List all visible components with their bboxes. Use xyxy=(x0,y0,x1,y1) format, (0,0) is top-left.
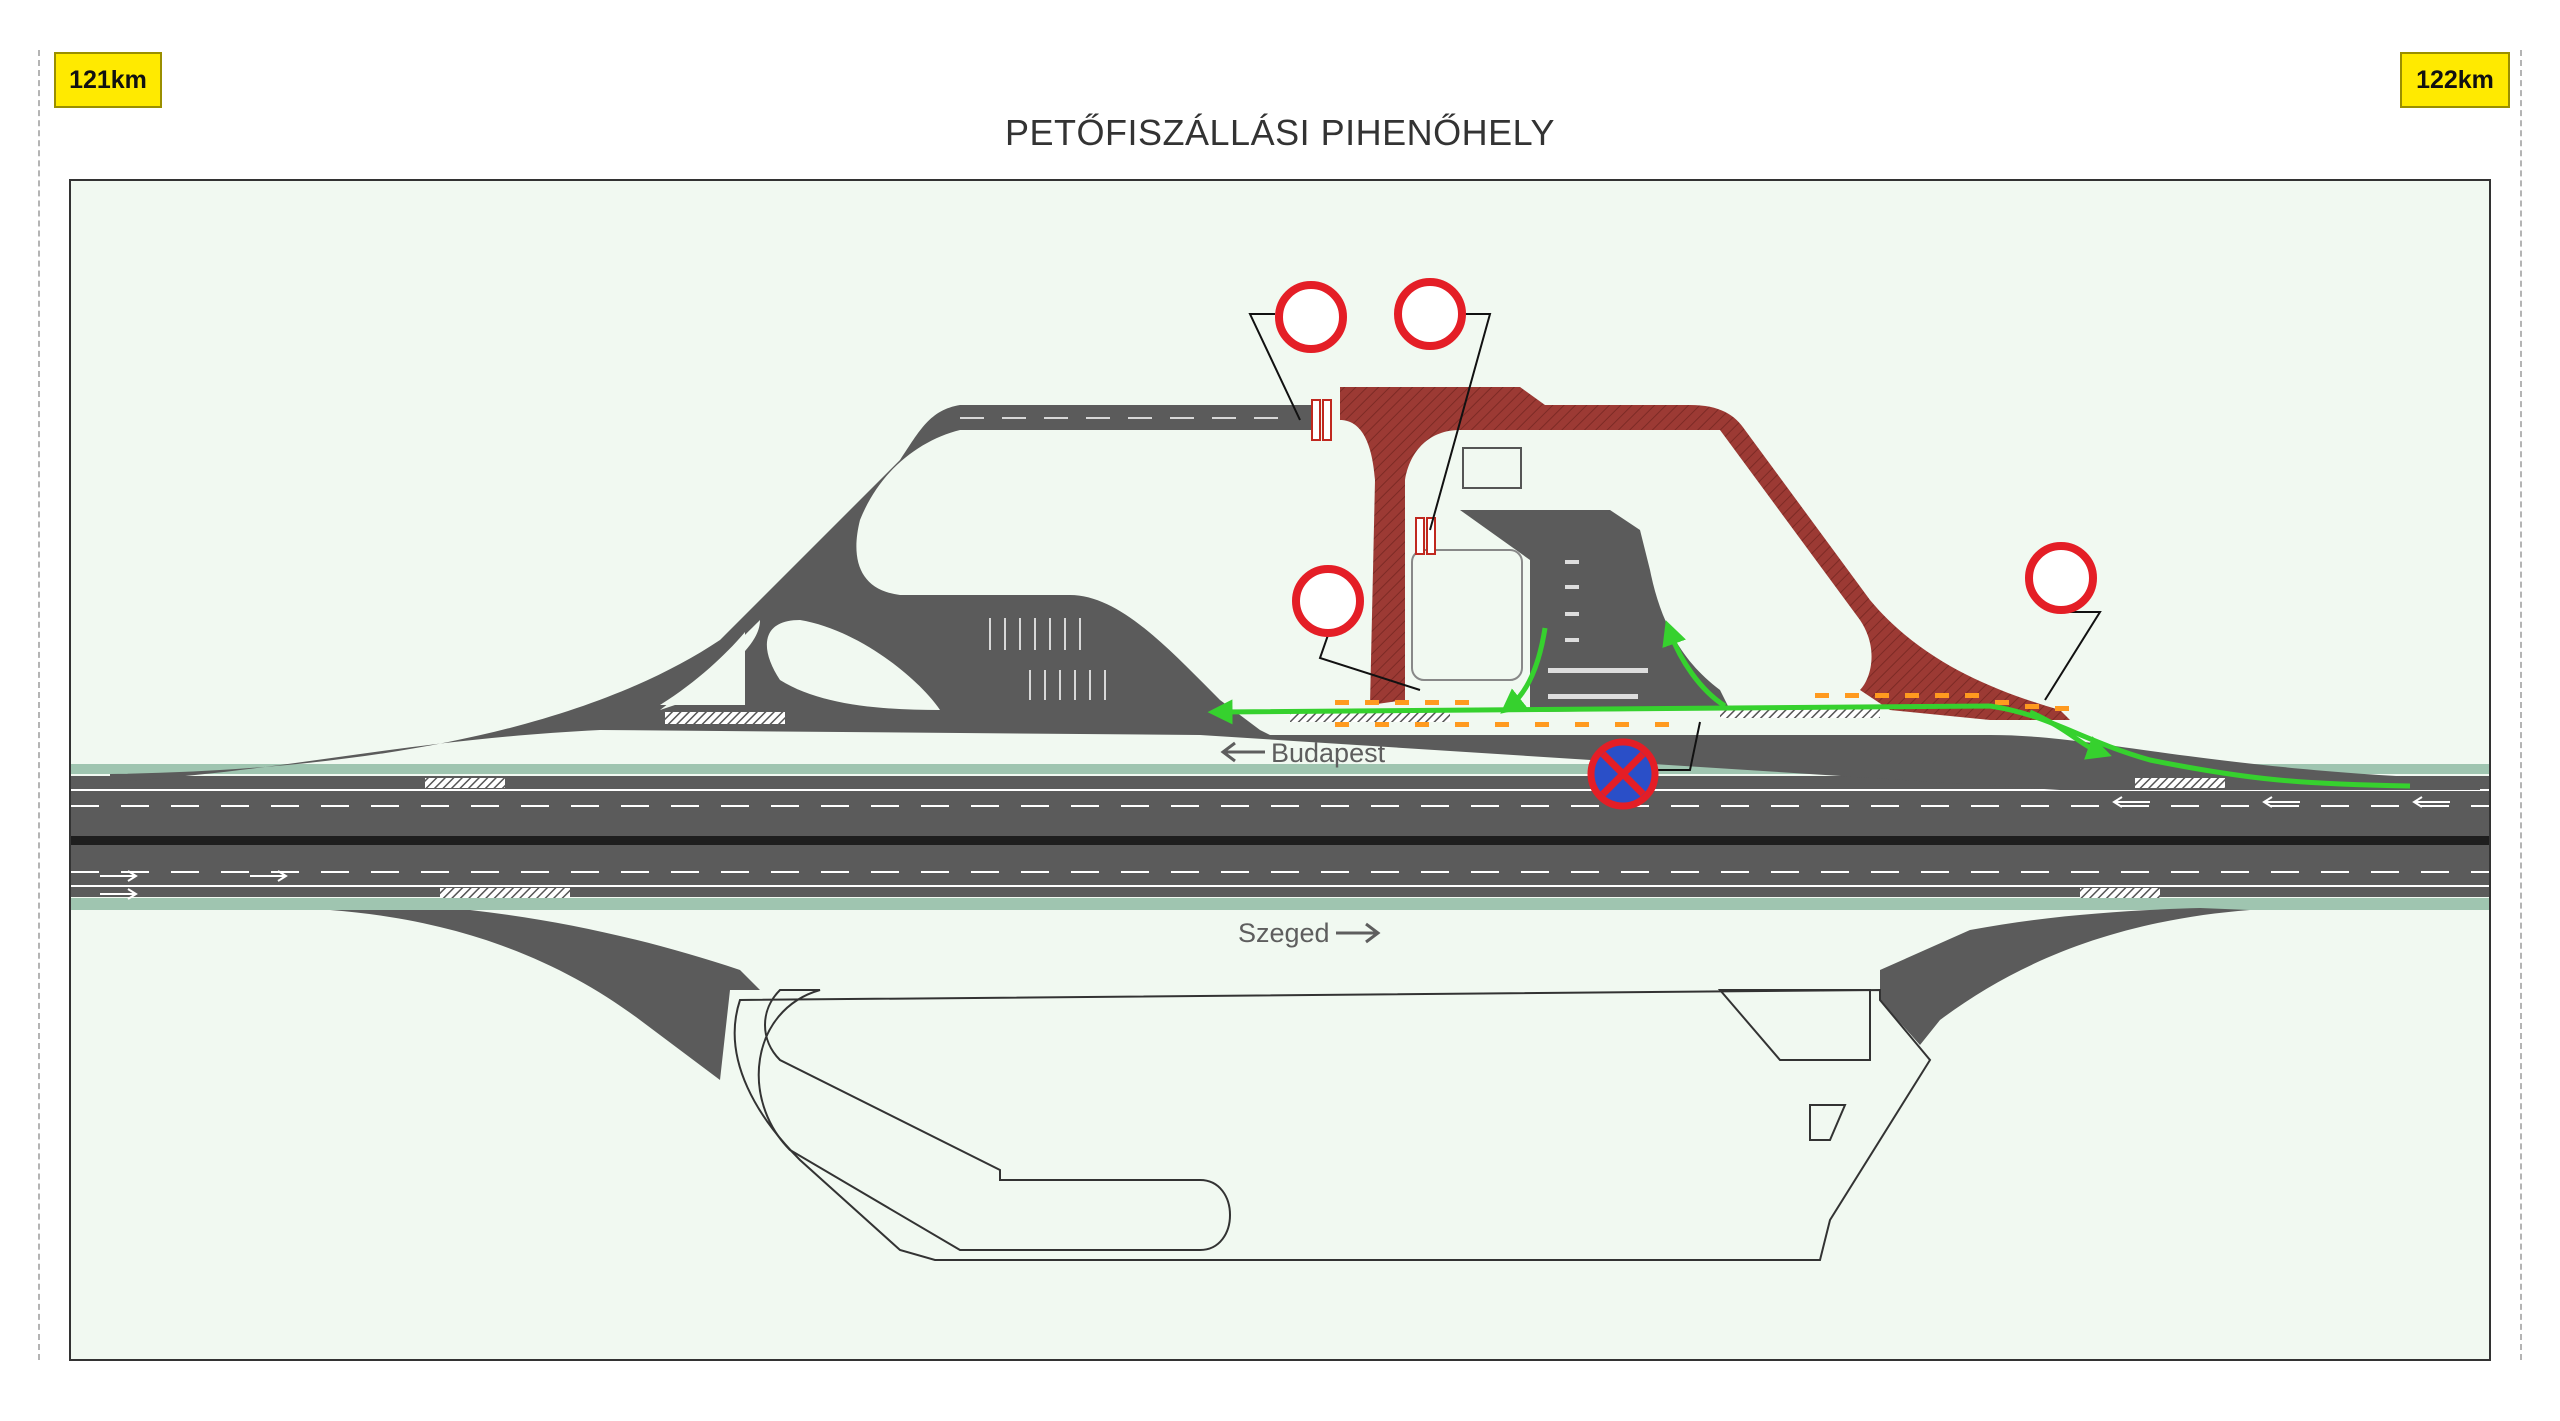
km-marker-122: 122km xyxy=(2400,52,2510,108)
no-entry-sign-4 xyxy=(2025,542,2097,614)
south-rest-area xyxy=(330,908,2250,1261)
km-marker-121: 121km xyxy=(54,52,162,108)
right-boundary-line xyxy=(2520,50,2522,1360)
no-entry-sign-1 xyxy=(1275,281,1347,353)
central-reservation xyxy=(71,836,2489,845)
budapest-label: Budapest xyxy=(1271,738,1386,768)
building-outline xyxy=(1411,549,1523,681)
szeged-label: Szeged xyxy=(1238,918,1330,948)
south-verge xyxy=(71,898,2489,910)
sign-leader-lines xyxy=(1248,313,2102,771)
traffic-cones xyxy=(1335,693,2069,727)
closed-area xyxy=(1340,387,2070,720)
fuel-pump-islands xyxy=(1548,560,1648,699)
closure-barriers xyxy=(1311,399,1436,555)
detour-route xyxy=(1207,620,2411,789)
lane-arrows xyxy=(100,796,2450,900)
north-rest-area xyxy=(110,405,2480,790)
no-entry-sign-2 xyxy=(1394,278,1466,350)
page-title: PETŐFISZÁLLÁSI PIHENŐHELY xyxy=(1005,112,1555,153)
no-entry-sign-3 xyxy=(1292,565,1364,637)
building-outline xyxy=(1462,447,1522,489)
north-verge xyxy=(71,764,2489,774)
gore-markings xyxy=(425,708,2225,898)
fuel-station-forecourt xyxy=(1460,510,1730,712)
left-boundary-line xyxy=(38,50,40,1360)
no-stopping-sign xyxy=(1587,738,1659,810)
szeged-direction: Szeged xyxy=(1238,918,1381,948)
budapest-direction: Budapest xyxy=(1220,738,1386,768)
